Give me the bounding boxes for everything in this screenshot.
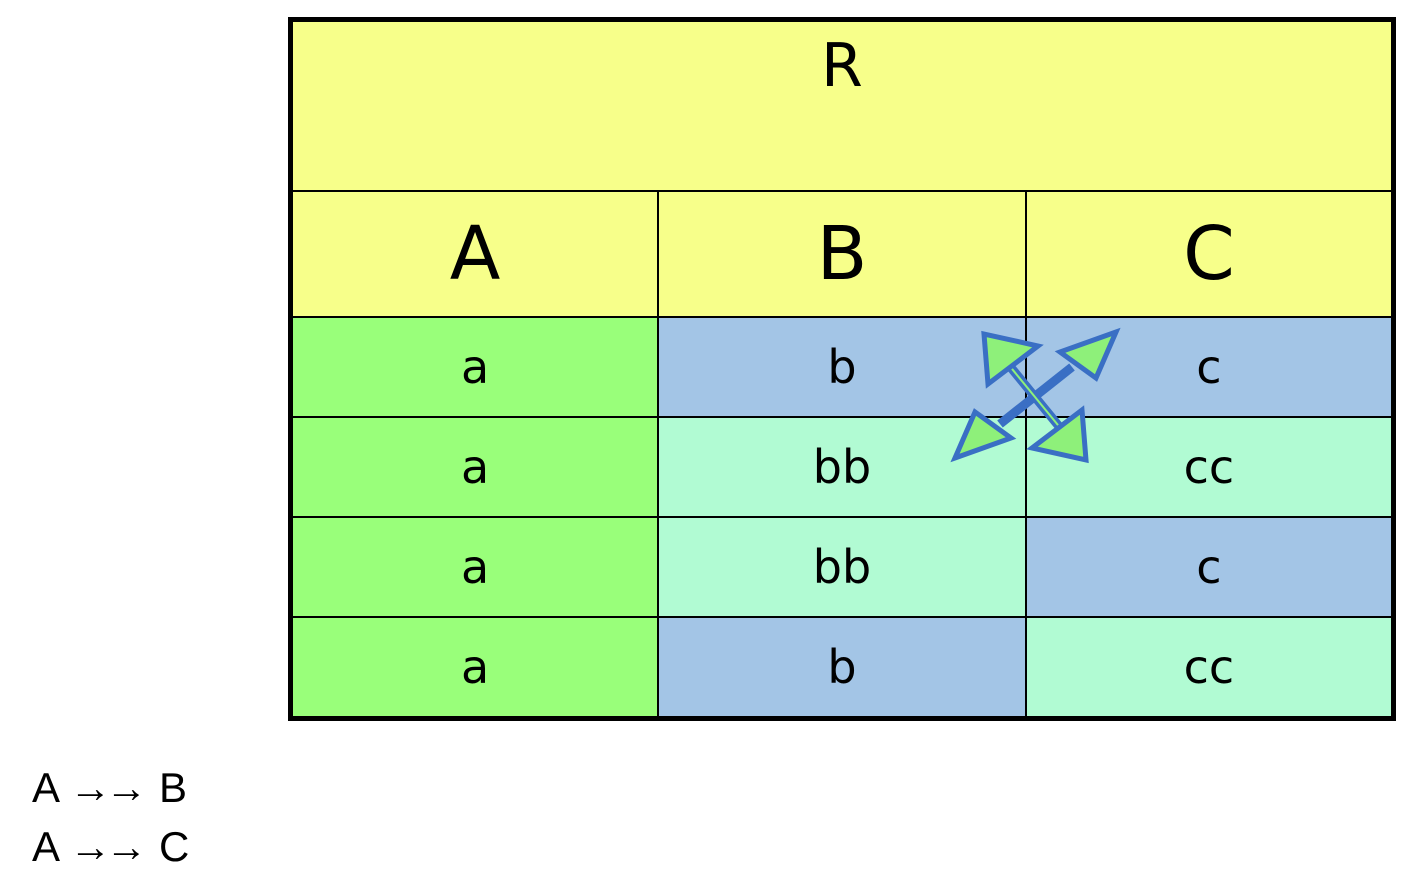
dependency-a-to-b: A →→ B bbox=[32, 767, 187, 809]
cell-r1-c: c bbox=[1024, 316, 1395, 418]
column-header-c: C bbox=[1024, 190, 1395, 318]
cell-r3-b: bb bbox=[657, 516, 1027, 618]
swap-arrows-icon bbox=[950, 327, 1121, 464]
dependency-lhs: A bbox=[32, 764, 58, 811]
table-row: a bb cc bbox=[289, 416, 1395, 518]
relation-title-row: R bbox=[289, 18, 1395, 192]
cell-r4-b: b bbox=[657, 616, 1027, 720]
cell-r4-a: a bbox=[289, 616, 660, 720]
dependency-lhs: A bbox=[32, 823, 58, 870]
column-header-b: B bbox=[657, 190, 1027, 318]
cell-r2-c: cc bbox=[1024, 416, 1395, 518]
double-arrow-icon: →→ bbox=[69, 823, 147, 870]
diagonal-arrow-nw-se bbox=[981, 330, 1089, 464]
column-header-a: A bbox=[289, 190, 660, 318]
dependency-rhs: B bbox=[159, 764, 188, 811]
cell-r1-a: a bbox=[289, 316, 660, 418]
relation-table: R A B C a b c a bb cc a bb c a b cc bbox=[288, 17, 1396, 721]
table-row: a b cc bbox=[289, 616, 1395, 720]
cell-r1-b: b bbox=[657, 316, 1027, 418]
cell-r4-c: cc bbox=[1024, 616, 1395, 720]
cell-r2-a: a bbox=[289, 416, 660, 518]
relation-title: R bbox=[289, 18, 1395, 192]
dependency-rhs: C bbox=[159, 823, 190, 870]
cell-r3-a: a bbox=[289, 516, 660, 618]
column-header-row: A B C bbox=[289, 190, 1395, 318]
table-row: a bb c bbox=[289, 516, 1395, 618]
double-arrow-icon: →→ bbox=[69, 764, 147, 811]
dependency-a-to-c: A →→ C bbox=[32, 826, 189, 868]
cell-r3-c: c bbox=[1024, 516, 1395, 618]
table-row: a b c bbox=[289, 316, 1395, 418]
